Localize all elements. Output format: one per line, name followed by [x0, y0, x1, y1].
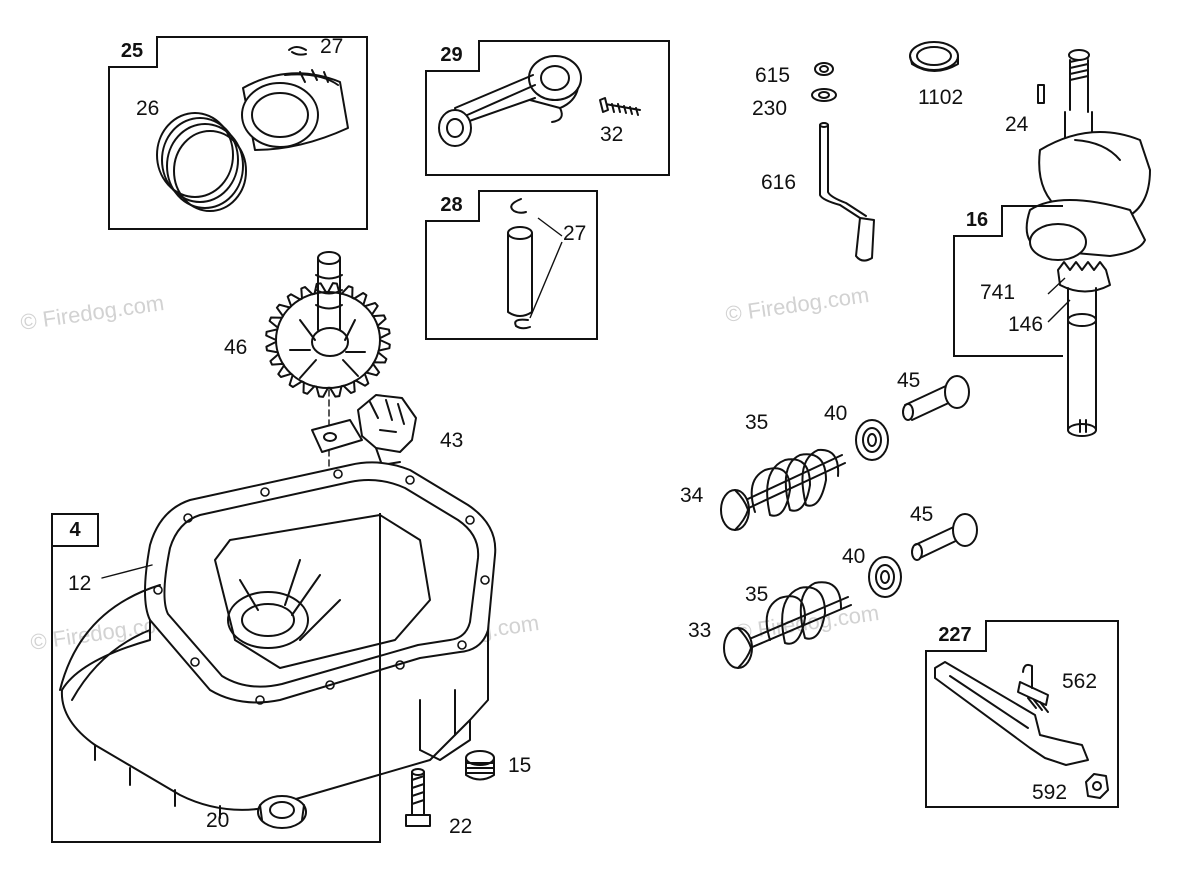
governor-lever-drawing [934, 661, 1109, 799]
group-label-28: 28 [425, 190, 480, 222]
wrist-pin-drawing [507, 198, 533, 330]
governor-drawing [311, 394, 417, 466]
part-number: 230 [752, 97, 788, 120]
group-frame-227 [925, 620, 1119, 808]
part-number: 35 [745, 583, 769, 606]
part-number: 27 [320, 35, 344, 58]
small-parts-drawing [811, 41, 1045, 262]
part-number: 34 [680, 484, 704, 507]
part-number: 615 [755, 64, 791, 87]
part-number: 15 [508, 754, 532, 777]
drain-plug-drawing [465, 750, 495, 781]
group-label-227: 227 [925, 620, 987, 652]
valve-assembly-top-drawing [720, 375, 970, 531]
part-number: 26 [136, 97, 160, 120]
part-number: 27 [563, 222, 587, 245]
group-label-4: 4 [51, 513, 99, 547]
part-number: 43 [440, 429, 464, 452]
part-number: 592 [1032, 781, 1068, 804]
part-number: 12 [68, 572, 92, 595]
part-number: 146 [1008, 313, 1044, 336]
group-frame-16 [953, 205, 1063, 357]
part-number: 1102 [918, 86, 964, 109]
crankcase-drawing [59, 461, 497, 821]
part-number: 562 [1062, 670, 1098, 693]
connecting-rod-drawing [438, 55, 641, 147]
group-label-29: 29 [425, 40, 480, 72]
part-number: 24 [1005, 113, 1029, 136]
group-label-16: 16 [953, 205, 1003, 237]
group-frame-29 [425, 40, 670, 176]
part-number: 32 [600, 123, 624, 146]
piston-assembly-drawing [156, 46, 349, 212]
part-number: 45 [897, 369, 921, 392]
group-frame-25 [108, 36, 368, 230]
part-number: 35 [745, 411, 769, 434]
valve-assembly-bottom-drawing [723, 513, 978, 669]
part-number: 46 [224, 336, 248, 359]
part-number: 40 [842, 545, 866, 568]
group-frame-28 [425, 190, 598, 340]
part-number: 45 [910, 503, 934, 526]
bolt-drawing [405, 768, 431, 827]
part-number: 40 [824, 402, 848, 425]
part-number: 616 [761, 171, 797, 194]
group-label-25: 25 [108, 36, 158, 68]
part-number: 33 [688, 619, 712, 642]
part-number: 20 [206, 809, 230, 832]
crankshaft-drawing [1025, 49, 1151, 437]
part-number: 741 [980, 281, 1016, 304]
camshaft-gear-drawing [265, 251, 391, 511]
part-number: 22 [449, 815, 473, 838]
group-frame-4 [51, 513, 381, 843]
oil-seal-drawing [257, 795, 307, 829]
